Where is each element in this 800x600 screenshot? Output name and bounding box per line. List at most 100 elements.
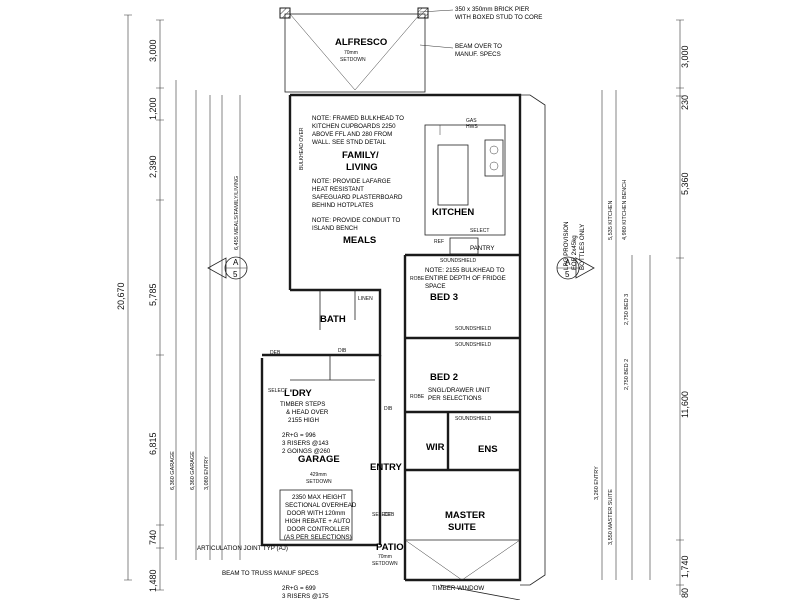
ref-label: REF (434, 239, 444, 245)
dim-right-3: 5,360 (680, 172, 690, 195)
room-bath: BATH (320, 314, 346, 325)
dim-right-rot-master: 3,550 MASTER SUITE (608, 489, 614, 545)
svg-text:5: 5 (565, 270, 570, 279)
svg-text:& HEAD OVER: & HEAD OVER (286, 409, 329, 416)
room-living: LIVING (346, 162, 378, 173)
svg-text:DOOR WITH 120mm: DOOR WITH 120mm (287, 510, 345, 517)
bottom-stair-note-2: 3 RISERS @175 (282, 593, 329, 600)
svg-text:TIMBER STEPS: TIMBER STEPS (280, 401, 325, 408)
fridge-bulkhead-note: NOTE: 2155 BULKHEAD TO ENTIRE DEPTH OF F… (425, 267, 506, 290)
left-dimensions: 20,670 3,000 1,200 2,390 5,785 6,815 740… (116, 14, 241, 592)
dim-left-6: 740 (148, 530, 158, 545)
dim-right-5: 1,740 (680, 555, 690, 578)
svg-text:PER SELECTIONS: PER SELECTIONS (428, 395, 482, 402)
room-bed2: BED 2 (430, 372, 458, 383)
svg-text:SNGL/DRAWER UNIT: SNGL/DRAWER UNIT (428, 387, 490, 394)
room-ldry: L'DRY (284, 388, 312, 399)
dim-left-rot-garage-1: 6,360 GARAGE (170, 451, 176, 490)
room-alfresco: ALFRESCO (335, 37, 387, 48)
dim-left-3: 2,390 (148, 155, 158, 178)
dim-left-rot-entry: 3,080 ENTRY (204, 456, 210, 490)
room-patio: PATIO (376, 542, 404, 553)
svg-text:2R+G = 996: 2R+G = 996 (282, 432, 316, 439)
garage-setdown-1: 429mm (310, 472, 327, 478)
svg-text:WALL. SEE STND DETAIL: WALL. SEE STND DETAIL (312, 139, 386, 146)
soundshield-label-3: SOUNDSHIELD (455, 416, 492, 422)
brick-pier-note-2: WITH BOXED STUD TO CORE (455, 14, 542, 21)
lafarge-note: NOTE: PROVIDE LAFARGE HEAT RESISTANT SAF… (312, 178, 403, 209)
gas-note-1: GAS (466, 118, 477, 124)
kitchen-bulkhead-note: NOTE: FRAMED BULKHEAD TO KITCHEN CUPBOAR… (312, 115, 404, 146)
patio-setdown-1: 70mm (378, 554, 392, 560)
svg-text:ENTIRE DEPTH OF FRIDGE: ENTIRE DEPTH OF FRIDGE (425, 275, 506, 282)
room-garage: GARAGE (298, 454, 340, 465)
dim-right-rot-bed3: 2,750 BED 3 (624, 294, 630, 325)
room-family: FAMILY/ (342, 150, 379, 161)
deb-label-1: DEB (270, 350, 281, 356)
svg-text:NOTE: FRAMED BULKHEAD TO: NOTE: FRAMED BULKHEAD TO (312, 115, 404, 122)
dim-left-rot-garage-2: 6,360 GARAGE (190, 451, 196, 490)
right-dimensions: 3,000 230 5,360 11,600 1,740 80 5,535 KI… (594, 19, 690, 598)
garage-door-note: 2350 MAX HEIGHT SECTIONAL OVERHEAD DOOR … (279, 489, 357, 541)
svg-text:HEAT RESISTANT: HEAT RESISTANT (312, 186, 364, 193)
dim-left-1: 3,000 (148, 39, 158, 62)
alfresco-setdown-2: SETDOWN (340, 57, 366, 63)
svg-text:5: 5 (233, 270, 238, 279)
dim-right-1: 3,000 (680, 45, 690, 68)
brick-pier-note-1: 350 x 350mm BRICK PIER (455, 6, 530, 13)
beam-note-2: MANUF. SPECS (455, 51, 501, 58)
dim-right-6: 80 (680, 588, 690, 598)
beam-note-1: BEAM OVER TO (455, 43, 502, 50)
articulation-note: ARTICULATION JOINT TYP (AJ) (197, 545, 288, 552)
svg-text:ISLAND BENCH: ISLAND BENCH (312, 225, 358, 232)
svg-text:SECTIONAL OVERHEAD: SECTIONAL OVERHEAD (285, 502, 357, 509)
svg-text:(AS PER SELECTIONS): (AS PER SELECTIONS) (284, 534, 352, 541)
svg-text:NOTE: 2155 BULKHEAD TO: NOTE: 2155 BULKHEAD TO (425, 267, 505, 274)
svg-text:2 GOINGS @260: 2 GOINGS @260 (282, 448, 331, 455)
svg-text:FOR 2x45kg: FOR 2x45kg (571, 235, 578, 270)
room-kitchen: KITCHEN (432, 207, 474, 218)
svg-text:A: A (233, 258, 239, 267)
robe-label-1: ROBE (410, 276, 425, 282)
room-master-2: SUITE (448, 522, 476, 533)
soundshield-label-1: SOUNDSHIELD (455, 326, 492, 332)
room-pantry: PANTRY (470, 245, 495, 252)
robe-label-2: ROBE (410, 394, 425, 400)
svg-text:2350 MAX HEIGHT: 2350 MAX HEIGHT (292, 494, 346, 501)
steps-note: TIMBER STEPS & HEAD OVER 2155 HIGH (280, 401, 329, 424)
soundshield-label-2: SOUNDSHIELD (455, 342, 492, 348)
dim-left-rot-meals: 6,455 MEALS/FAMILY/LIVING (234, 176, 240, 250)
dib-label-2: DIB (384, 406, 393, 412)
dim-right-rot-bench: 4,980 KITCHEN BENCH (622, 180, 628, 240)
dib-label-1: DIB (338, 348, 347, 354)
select-label-1: SELECT (470, 228, 489, 234)
alfresco-setdown-1: 70mm (344, 50, 358, 56)
dim-right-rot-kitchen: 5,535 KITCHEN (608, 201, 614, 240)
section-marker-right: A 5 (556, 256, 595, 280)
room-bed3: BED 3 (430, 292, 458, 303)
room-meals: MEALS (343, 235, 376, 246)
svg-text:DOOR CONTROLLER: DOOR CONTROLLER (287, 526, 350, 533)
beam-truss-note: BEAM TO TRUSS MANUF SPECS (222, 570, 319, 577)
dim-overall: 20,670 (116, 282, 126, 310)
soundshield-label-4: SOUNDSHIELD (440, 258, 477, 264)
section-marker-left: A 5 (207, 256, 248, 280)
linen-label: LINEN (358, 296, 373, 302)
svg-text:ABOVE FFL AND 280 FROM: ABOVE FFL AND 280 FROM (312, 131, 392, 138)
room-master-1: MASTER (445, 510, 485, 521)
svg-text:KITCHEN CUPBOARDS 2250: KITCHEN CUPBOARDS 2250 (312, 123, 396, 130)
outer-walls (260, 93, 522, 582)
dim-left-7: 1,480 (148, 569, 158, 592)
svg-text:HIGH REBATE + AUTO: HIGH REBATE + AUTO (285, 518, 350, 525)
svg-text:A: A (565, 258, 571, 267)
room-ens: ENS (478, 444, 498, 455)
svg-text:BOTTLES ONLY: BOTTLES ONLY (579, 224, 586, 270)
dim-left-5: 6,815 (148, 432, 158, 455)
svg-text:SPACE: SPACE (425, 283, 446, 290)
svg-text:NOTE: PROVIDE LAFARGE: NOTE: PROVIDE LAFARGE (312, 178, 391, 185)
alfresco-area: ALFRESCO 70mm SETDOWN (279, 7, 429, 93)
gas-note-2: HWS (466, 124, 478, 130)
lpg-note: LPG PROVISION FOR 2x45kg BOTTLES ONLY (563, 222, 586, 270)
patio-setdown-2: SETDOWN (372, 561, 398, 567)
